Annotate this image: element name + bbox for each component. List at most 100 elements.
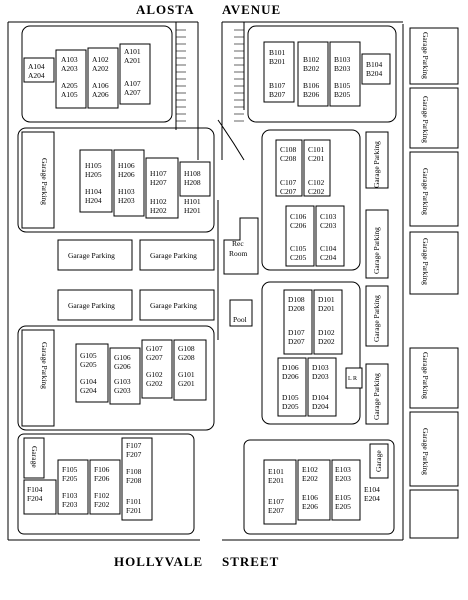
garage-label-row-4: Garage Parking [150,301,197,310]
unit-b102: B102 [303,55,320,64]
unit-h203: H203 [118,196,135,205]
building-g-108 [173,339,207,401]
unit-d104: D104 [312,393,329,402]
unit-a202: A202 [92,64,109,73]
unit-d208: D208 [288,304,305,313]
unit-b203: B203 [334,64,351,73]
unit-h103: H103 [118,187,135,196]
garage-label-east-3: Garage Parking [421,168,430,215]
east-garages: Garage Parking Garage Parking Garage Par… [409,27,459,539]
unit-g103: G103 [114,377,131,386]
building-e-101 [263,459,297,525]
unit-b201: B201 [269,57,286,66]
unit-b103: B103 [334,55,351,64]
street-name-north-b: AVENUE [222,2,281,17]
building-b-102 [297,41,329,107]
unit-e103: E103 [335,465,351,474]
unit-e202: E202 [302,474,318,483]
unit-g102: G102 [146,370,163,379]
unit-d107: D107 [288,328,305,337]
unit-h107: H107 [150,169,167,178]
unit-e201: E201 [268,476,284,485]
garage-label-east-1: Garage Parking [421,32,430,79]
unit-d207: D207 [288,337,305,346]
unit-b204: B204 [366,69,383,78]
unit-g204: G204 [80,386,97,395]
unit-g108: G108 [178,344,195,353]
unit-d205: D205 [282,402,299,411]
unit-f201: F201 [126,506,142,515]
unit-a207: A207 [124,88,141,97]
unit-c204: C204 [320,253,337,262]
unit-g203: G203 [114,386,131,395]
unit-h208: H208 [184,178,201,187]
unit-c102: C102 [308,178,325,187]
unit-d103: D103 [312,363,329,372]
unit-c104: C104 [320,244,337,253]
building-c-106 [285,205,315,267]
building-c-103 [315,205,345,267]
unit-g201: G201 [178,379,195,388]
unit-a106: A106 [92,81,109,90]
building-b-103 [329,41,361,107]
unit-b202: B202 [303,64,320,73]
unit-c108: C108 [280,145,297,154]
unit-a206: A206 [92,90,109,99]
unit-c206: C206 [290,221,307,230]
garage-label-d-2: Garage Parking [372,373,381,420]
block-b: B101 B201 B107 B207 B102 B202 B106 B206 … [247,25,397,123]
unit-h105: H105 [85,161,102,170]
unit-g202: G202 [146,379,163,388]
building-b-101 [263,41,295,103]
unit-e204: E204 [364,494,380,503]
unit-g206: G206 [114,362,131,371]
building-f-105 [57,459,89,515]
unit-g208: G208 [178,353,195,362]
unit-c207: C207 [280,187,297,196]
garage-label-c-1: Garage Parking [372,141,381,188]
lr-label: L R [348,376,357,382]
garage-label-g: Garage Parking [40,342,49,389]
unit-h201: H201 [184,206,201,215]
building-g-107 [141,339,173,399]
unit-f206: F206 [94,474,110,483]
unit-c203: C203 [320,221,337,230]
block-f: Garage F104 F204 F105 F205 F103 F203 F10… [17,433,195,535]
unit-e104: E104 [364,485,380,494]
unit-d203: D203 [312,372,329,381]
garage-label-c-2: Garage Parking [372,227,381,274]
block-g: Garage Parking G105 G205 G104 G204 G106 … [17,325,215,431]
unit-e101: E101 [268,467,284,476]
unit-e106: E106 [302,493,318,502]
unit-d201: D201 [318,304,335,313]
unit-h207: H207 [150,178,167,187]
building-d-106 [277,357,307,417]
unit-a204: A204 [28,71,45,80]
unit-c201: C201 [308,154,325,163]
building-d-108 [283,289,313,355]
unit-d102: D102 [318,328,335,337]
unit-b104: B104 [366,60,383,69]
unit-f101: F101 [126,497,142,506]
unit-c101: C101 [308,145,325,154]
unit-f104: F104 [27,485,43,494]
building-h-108 [179,161,211,197]
rec-room-label-a: Rec [232,239,244,248]
unit-e203: E203 [335,474,351,483]
building-f-107 [121,437,153,521]
unit-f207: F207 [126,450,142,459]
unit-h101: H101 [184,197,201,206]
building-g-106 [109,347,141,405]
block-h: Garage Parking H105 H205 H104 H204 H106 … [17,127,215,233]
unit-c205: C205 [290,253,307,262]
unit-g106: G106 [114,353,131,362]
unit-c106: C106 [290,212,307,221]
building-h-107 [145,157,179,219]
unit-c208: C208 [280,154,297,163]
unit-b106: B106 [303,81,320,90]
unit-h204: H204 [85,196,102,205]
building-a-105 [55,49,87,109]
unit-f203: F203 [62,500,78,509]
unit-h108: H108 [184,169,201,178]
unit-b105: B105 [334,81,351,90]
